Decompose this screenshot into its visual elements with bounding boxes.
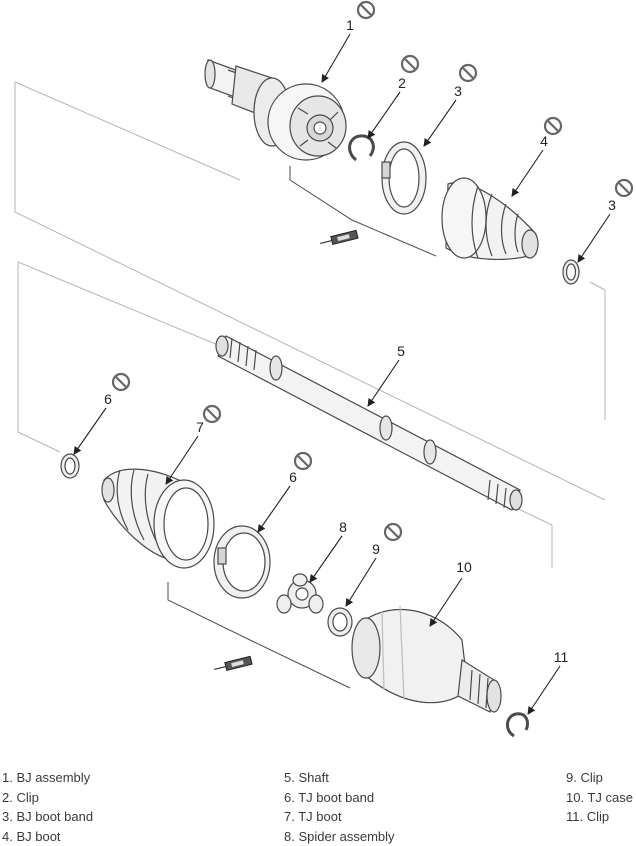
drive-shaft-exploded-diagram: 1 2 3 4 3 5 6 7 6 8 9 10 11 [0,0,636,760]
callout-6b: 6 [289,469,297,485]
bj-boot-band-small-part [563,260,579,284]
callout-2: 2 [398,75,406,91]
grease-tube-icon [213,656,252,673]
tj-bracket [168,582,350,688]
no-reuse-icon [358,2,374,18]
callout-1: 1 [346,17,354,33]
legend-item: 7. TJ boot [284,807,395,827]
clip-part-11 [507,714,527,736]
legend-item: 10. TJ case [566,788,633,808]
tj-case-part [352,606,501,712]
legend-item: 9. Clip [566,768,633,788]
bj-boot-band-part [382,142,426,214]
legend-item: 5. Shaft [284,768,395,788]
lower-frame [18,262,552,568]
legend-column-1: 1. BJ assembly 2. Clip 3. BJ boot band 4… [2,768,93,846]
legend-item: 1. BJ assembly [2,768,93,788]
no-reuse-icon [460,65,476,81]
no-reuse-icon [402,56,418,72]
callout-7: 7 [196,419,204,435]
callout-3a: 3 [454,83,462,99]
legend-item: 3. BJ boot band [2,807,93,827]
legend-item: 2. Clip [2,788,93,808]
legend-item: 6. TJ boot band [284,788,395,808]
bj-boot-part [442,178,538,259]
tj-boot-band-part [214,526,270,598]
callout-6a: 6 [104,391,112,407]
callout-8: 8 [339,519,347,535]
spider-assembly-part [277,574,323,613]
legend-item: 11. Clip [566,807,633,827]
no-reuse-icon [616,180,632,196]
legend-item: 4. BJ boot [2,827,93,846]
no-reuse-icon [385,524,401,540]
legend-item: 8. Spider assembly [284,827,395,846]
clip-part-9 [328,608,352,636]
callout-3b: 3 [608,197,616,213]
legend-column-3: 9. Clip 10. TJ case 11. Clip [566,768,633,827]
tj-boot-band-small-part [61,454,79,478]
callout-5: 5 [397,343,405,359]
grease-tube-icon [319,230,358,247]
no-reuse-icon [545,118,561,134]
clip-part-2 [350,136,374,160]
shaft-part [216,336,522,510]
callout-10: 10 [456,559,472,575]
no-reuse-icon [295,453,311,469]
callout-11: 11 [554,649,569,665]
callout-9: 9 [372,541,380,557]
no-reuse-icon [113,374,129,390]
callout-4: 4 [540,133,548,149]
no-reuse-icon [204,406,220,422]
bj-assembly-part [205,60,346,160]
tj-boot-part [102,469,214,568]
legend-column-2: 5. Shaft 6. TJ boot band 7. TJ boot 8. S… [284,768,395,846]
